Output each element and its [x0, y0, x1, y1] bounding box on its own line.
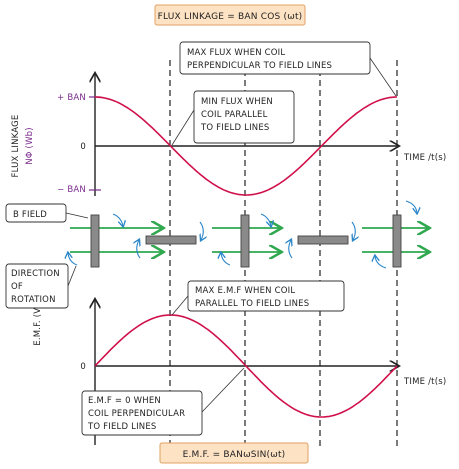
flux-graph: + BAN − BAN 0 TIME /t(s) FLUX LINKAGE NΦ…: [11, 74, 446, 196]
callout-direction-line-1: DIRECTION: [11, 269, 60, 279]
callout-max-flux: MAX FLUX WHEN COIL PERPENDICULAR TO FIEL…: [179, 41, 397, 97]
callout-b-field-text: B FIELD: [13, 210, 47, 220]
rotation-arrow-icon: [200, 221, 203, 240]
flux-linkage-equation: FLUX LINKAGE = BAN COS (ωt): [154, 4, 306, 26]
callout-leader: [201, 367, 245, 413]
callout-zero-emf-line-2: COIL PERPENDICULAR: [88, 409, 185, 419]
emf-y-axis-label: E.M.F. (V): [33, 304, 43, 345]
callout-leader: [171, 109, 195, 146]
callout-max-emf-line-1: MAX E.M.F WHEN COIL: [195, 286, 295, 296]
rotation-arrow-icon: [260, 213, 271, 226]
callout-leader: [171, 295, 189, 316]
flux-linkage-equation-text: FLUX LINKAGE = BAN COS (ωt): [158, 12, 303, 22]
coil-positions: [68, 200, 428, 269]
flux-y-axis-label: FLUX LINKAGE: [11, 115, 21, 178]
callout-zero-emf-line-1: E.M.F = 0 WHEN: [88, 396, 161, 406]
coil-horizontal: [145, 235, 197, 245]
rotation-arrow-icon: [112, 213, 123, 226]
callout-leader: [67, 265, 77, 287]
rotation-arrow-icon: [405, 200, 417, 213]
callout-max-emf-line-2: PARALLEL TO FIELD LINES: [195, 299, 309, 309]
rotation-arrow-icon: [68, 253, 78, 266]
callout-max-emf: MAX E.M.F WHEN COIL PARALLEL TO FIELD LI…: [171, 280, 345, 316]
flux-x-axis-label: TIME /t(s): [403, 153, 446, 163]
rotation-arrow-icon: [221, 253, 231, 266]
coil-horizontal: [297, 235, 349, 245]
flux-cosine-curve: [94, 96, 398, 196]
callout-zero-emf: E.M.F = 0 WHEN COIL PERPENDICULAR TO FIE…: [81, 367, 245, 436]
flux-y-axis-symbol: NΦ (Wb): [25, 127, 35, 165]
callout-max-flux-line-2: PERPENDICULAR TO FIELD LINES: [187, 61, 332, 71]
emf-x-axis-label: TIME /t(s): [403, 377, 446, 387]
callout-max-flux-line-1: MAX FLUX WHEN COIL: [187, 48, 285, 58]
flux-pos-tick-label: + BAN: [57, 93, 86, 103]
rotation-arrow-icon: [352, 221, 355, 240]
callout-min-flux-line-1: MIN FLUX WHEN: [201, 97, 273, 107]
emf-zero-label: 0: [80, 362, 86, 372]
callout-min-flux-line-3: TO FIELD LINES: [200, 123, 270, 133]
callout-min-flux: MIN FLUX WHEN COIL PARALLEL TO FIELD LIN…: [171, 90, 295, 146]
emf-equation: E.M.F. = BANωSIN(ωt): [159, 442, 309, 464]
callout-b-field: B FIELD: [5, 203, 89, 223]
rotation-arrow-icon: [375, 256, 387, 269]
callout-direction-line-3: ROTATION: [11, 295, 56, 305]
coil-vertical: [392, 214, 402, 268]
callout-direction-line-2: OF: [11, 282, 23, 292]
callout-direction: DIRECTION OF ROTATION: [5, 263, 77, 309]
coil-vertical: [240, 214, 250, 268]
callout-min-flux-line-2: COIL PARALLEL: [201, 110, 268, 120]
coil-vertical: [90, 214, 100, 268]
flux-neg-tick-label: − BAN: [57, 185, 86, 195]
callout-zero-emf-line-3: TO FIELD LINES: [87, 422, 157, 432]
rotation-arrow-icon: [137, 240, 140, 259]
emf-sine-curve: [94, 314, 398, 418]
callout-leader: [369, 57, 397, 97]
callout-leader: [65, 212, 89, 219]
emf-equation-text: E.M.F. = BANωSIN(ωt): [183, 450, 286, 460]
flux-zero-label: 0: [80, 142, 86, 152]
rotation-arrow-icon: [289, 240, 292, 259]
